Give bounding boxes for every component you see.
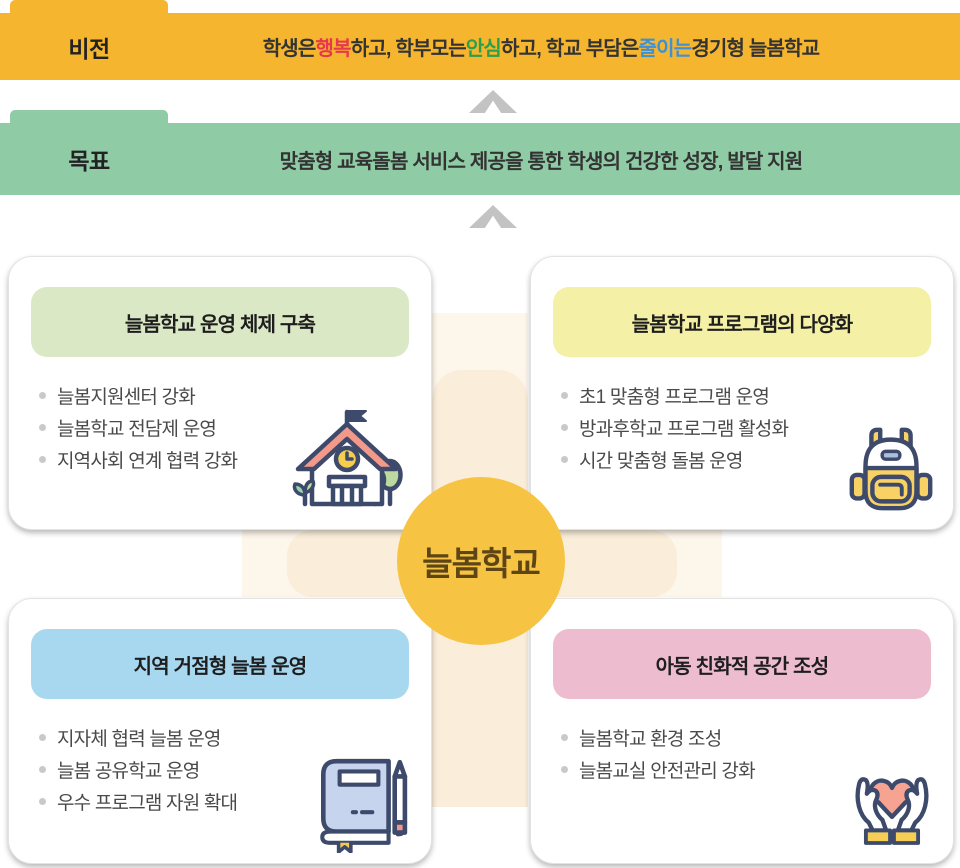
bullet-text: 지역사회 연계 협력 강화	[57, 450, 238, 472]
bullet-item: 방과후학교 프로그램 활성화	[561, 411, 841, 443]
bullet-item: 늘봄 공유학교 운영	[39, 753, 319, 785]
vision-text-segment: 안심	[465, 38, 502, 60]
bullet-item: 시간 맞춤형 돌봄 운영	[561, 443, 841, 475]
bullet-dot-icon	[39, 797, 46, 805]
school-icon	[292, 409, 403, 507]
card-title: 아동 친화적 공간 조성	[553, 629, 931, 699]
goal-label: 목표	[68, 148, 110, 174]
bullet-text: 초1 맞춤형 프로그램 운영	[579, 386, 770, 408]
vision-text-segment: 경기형 늘봄학교	[691, 38, 820, 60]
bullet-dot-icon	[561, 391, 568, 399]
backpack-icon	[849, 427, 933, 511]
bullet-dot-icon	[39, 733, 46, 741]
bullet-item: 늘봄지원센터 강화	[39, 379, 319, 411]
card-title: 늘봄학교 프로그램의 다양화	[553, 287, 931, 357]
card-title: 지역 거점형 늘봄 운영	[31, 629, 409, 699]
bullet-text: 늘봄 공유학교 운영	[57, 760, 200, 782]
bullet-dot-icon	[39, 765, 46, 773]
up-arrow-icon	[469, 205, 517, 228]
bullet-item: 지역사회 연계 협력 강화	[39, 443, 319, 475]
vision-text-segment: 줄이는	[638, 38, 693, 60]
card-title: 늘봄학교 운영 체제 구축	[31, 287, 409, 357]
bullet-dot-icon	[561, 423, 568, 431]
bullet-text: 늘봄학교 전담제 운영	[57, 418, 217, 440]
bullet-item: 지자체 협력 늘봄 운영	[39, 721, 319, 753]
bullet-dot-icon	[39, 423, 46, 431]
center-circle-label: 늘봄학교	[422, 545, 540, 582]
bullet-item: 늘봄학교 전담제 운영	[39, 411, 319, 443]
vision-label: 비전	[68, 35, 110, 62]
bullet-text: 늘봄학교 환경 조성	[579, 728, 722, 750]
goal-text: 맞춤형 교육돌봄 서비스 제공을 통한 학생의 건강한 성장, 발달 지원	[279, 150, 804, 173]
hands-heart-icon	[855, 777, 929, 845]
bullet-text: 방과후학교 프로그램 활성화	[579, 418, 789, 440]
bullet-item: 초1 맞춤형 프로그램 운영	[561, 379, 841, 411]
vision-text-segment: 하고, 학교 부담은	[501, 38, 639, 60]
vision-text-segment: 하고, 학부모는	[350, 38, 467, 60]
book-pencil-icon	[320, 758, 408, 853]
vision-text-segment: 학생은	[262, 38, 317, 60]
bullet-text: 시간 맞춤형 돌봄 운영	[579, 450, 743, 472]
bullet-item: 늘봄교실 안전관리 강화	[561, 753, 841, 785]
center-circle: 늘봄학교	[397, 477, 565, 645]
goal-banner: 목표 맞춤형 교육돌봄 서비스 제공을 통한 학생의 건강한 성장, 발달 지원	[0, 123, 960, 195]
bullet-text: 늘봄지원센터 강화	[57, 386, 196, 408]
bullet-dot-icon	[561, 733, 568, 741]
bullet-item: 늘봄학교 환경 조성	[561, 721, 841, 753]
bullet-dot-icon	[561, 455, 568, 463]
bullet-item: 우수 프로그램 자원 확대	[39, 785, 319, 817]
bullet-text: 늘봄교실 안전관리 강화	[579, 760, 756, 782]
vision-text-segment: 행복	[315, 38, 352, 60]
bullet-dot-icon	[561, 765, 568, 773]
bullet-dot-icon	[39, 455, 46, 463]
bullet-text: 지자체 협력 늘봄 운영	[57, 728, 221, 750]
bullet-dot-icon	[39, 391, 46, 399]
up-arrow-icon	[469, 90, 517, 113]
bullet-text: 우수 프로그램 자원 확대	[57, 792, 238, 814]
